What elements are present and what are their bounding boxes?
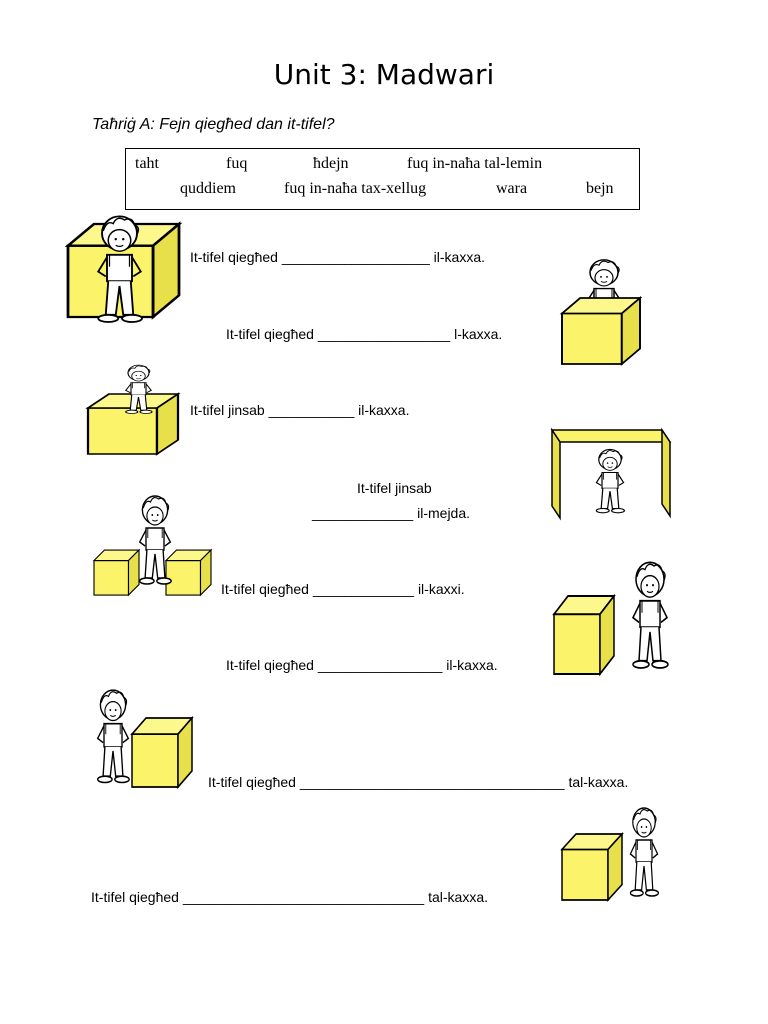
- boy-behind-box-figure: [561, 259, 641, 365]
- sentence-6: It-tifel qiegħed ________________ il-kax…: [226, 657, 498, 673]
- word-bank: taht fuq ħdejn fuq in-naħa tal-lemin qud…: [125, 148, 640, 210]
- word-bank-item: quddiem: [180, 180, 236, 197]
- sentence-2: It-tifel qiegħed _________________ l-kax…: [226, 326, 503, 342]
- word-bank-item: taht: [135, 155, 159, 172]
- word-bank-item: fuq in-naħa tal-lemin: [407, 155, 543, 172]
- boy-in-front-of-box-figure: [66, 215, 181, 323]
- boy-beside-box-right-figure: [553, 561, 669, 675]
- word-bank-item: wara: [496, 180, 528, 197]
- page-title: Unit 3: Madwari: [273, 58, 495, 91]
- boy-between-boxes-figure: [93, 495, 212, 596]
- boy-on-box-figure: [86, 364, 180, 456]
- sentence-7: It-tifel qiegħed _______________________…: [208, 774, 629, 790]
- sentence-3: It-tifel jinsab ___________ il-kaxxa.: [190, 402, 410, 418]
- boy-right-of-box-figure: [561, 807, 660, 901]
- word-bank-item: fuq: [226, 155, 248, 172]
- boy-under-table-figure: [550, 427, 672, 521]
- exercise-title: Taħriġ A: Fejn qiegħed dan it-tifel?: [92, 116, 335, 133]
- sentence-4b: _____________ il-mejda.: [312, 505, 471, 521]
- word-bank-item: ħdejn: [313, 155, 349, 172]
- boy-left-of-box-figure: [96, 689, 193, 788]
- word-bank-item: bejn: [586, 180, 614, 197]
- sentence-4a: It-tifel jinsab: [357, 480, 432, 496]
- sentence-1: It-tifel qiegħed ___________________ il-…: [190, 249, 486, 265]
- sentence-8: It-tifel qiegħed _______________________…: [91, 889, 489, 905]
- sentence-5: It-tifel qiegħed _____________ il-kaxxi.: [221, 581, 465, 597]
- word-bank-item: fuq in-naħa tax-xellug: [284, 180, 427, 197]
